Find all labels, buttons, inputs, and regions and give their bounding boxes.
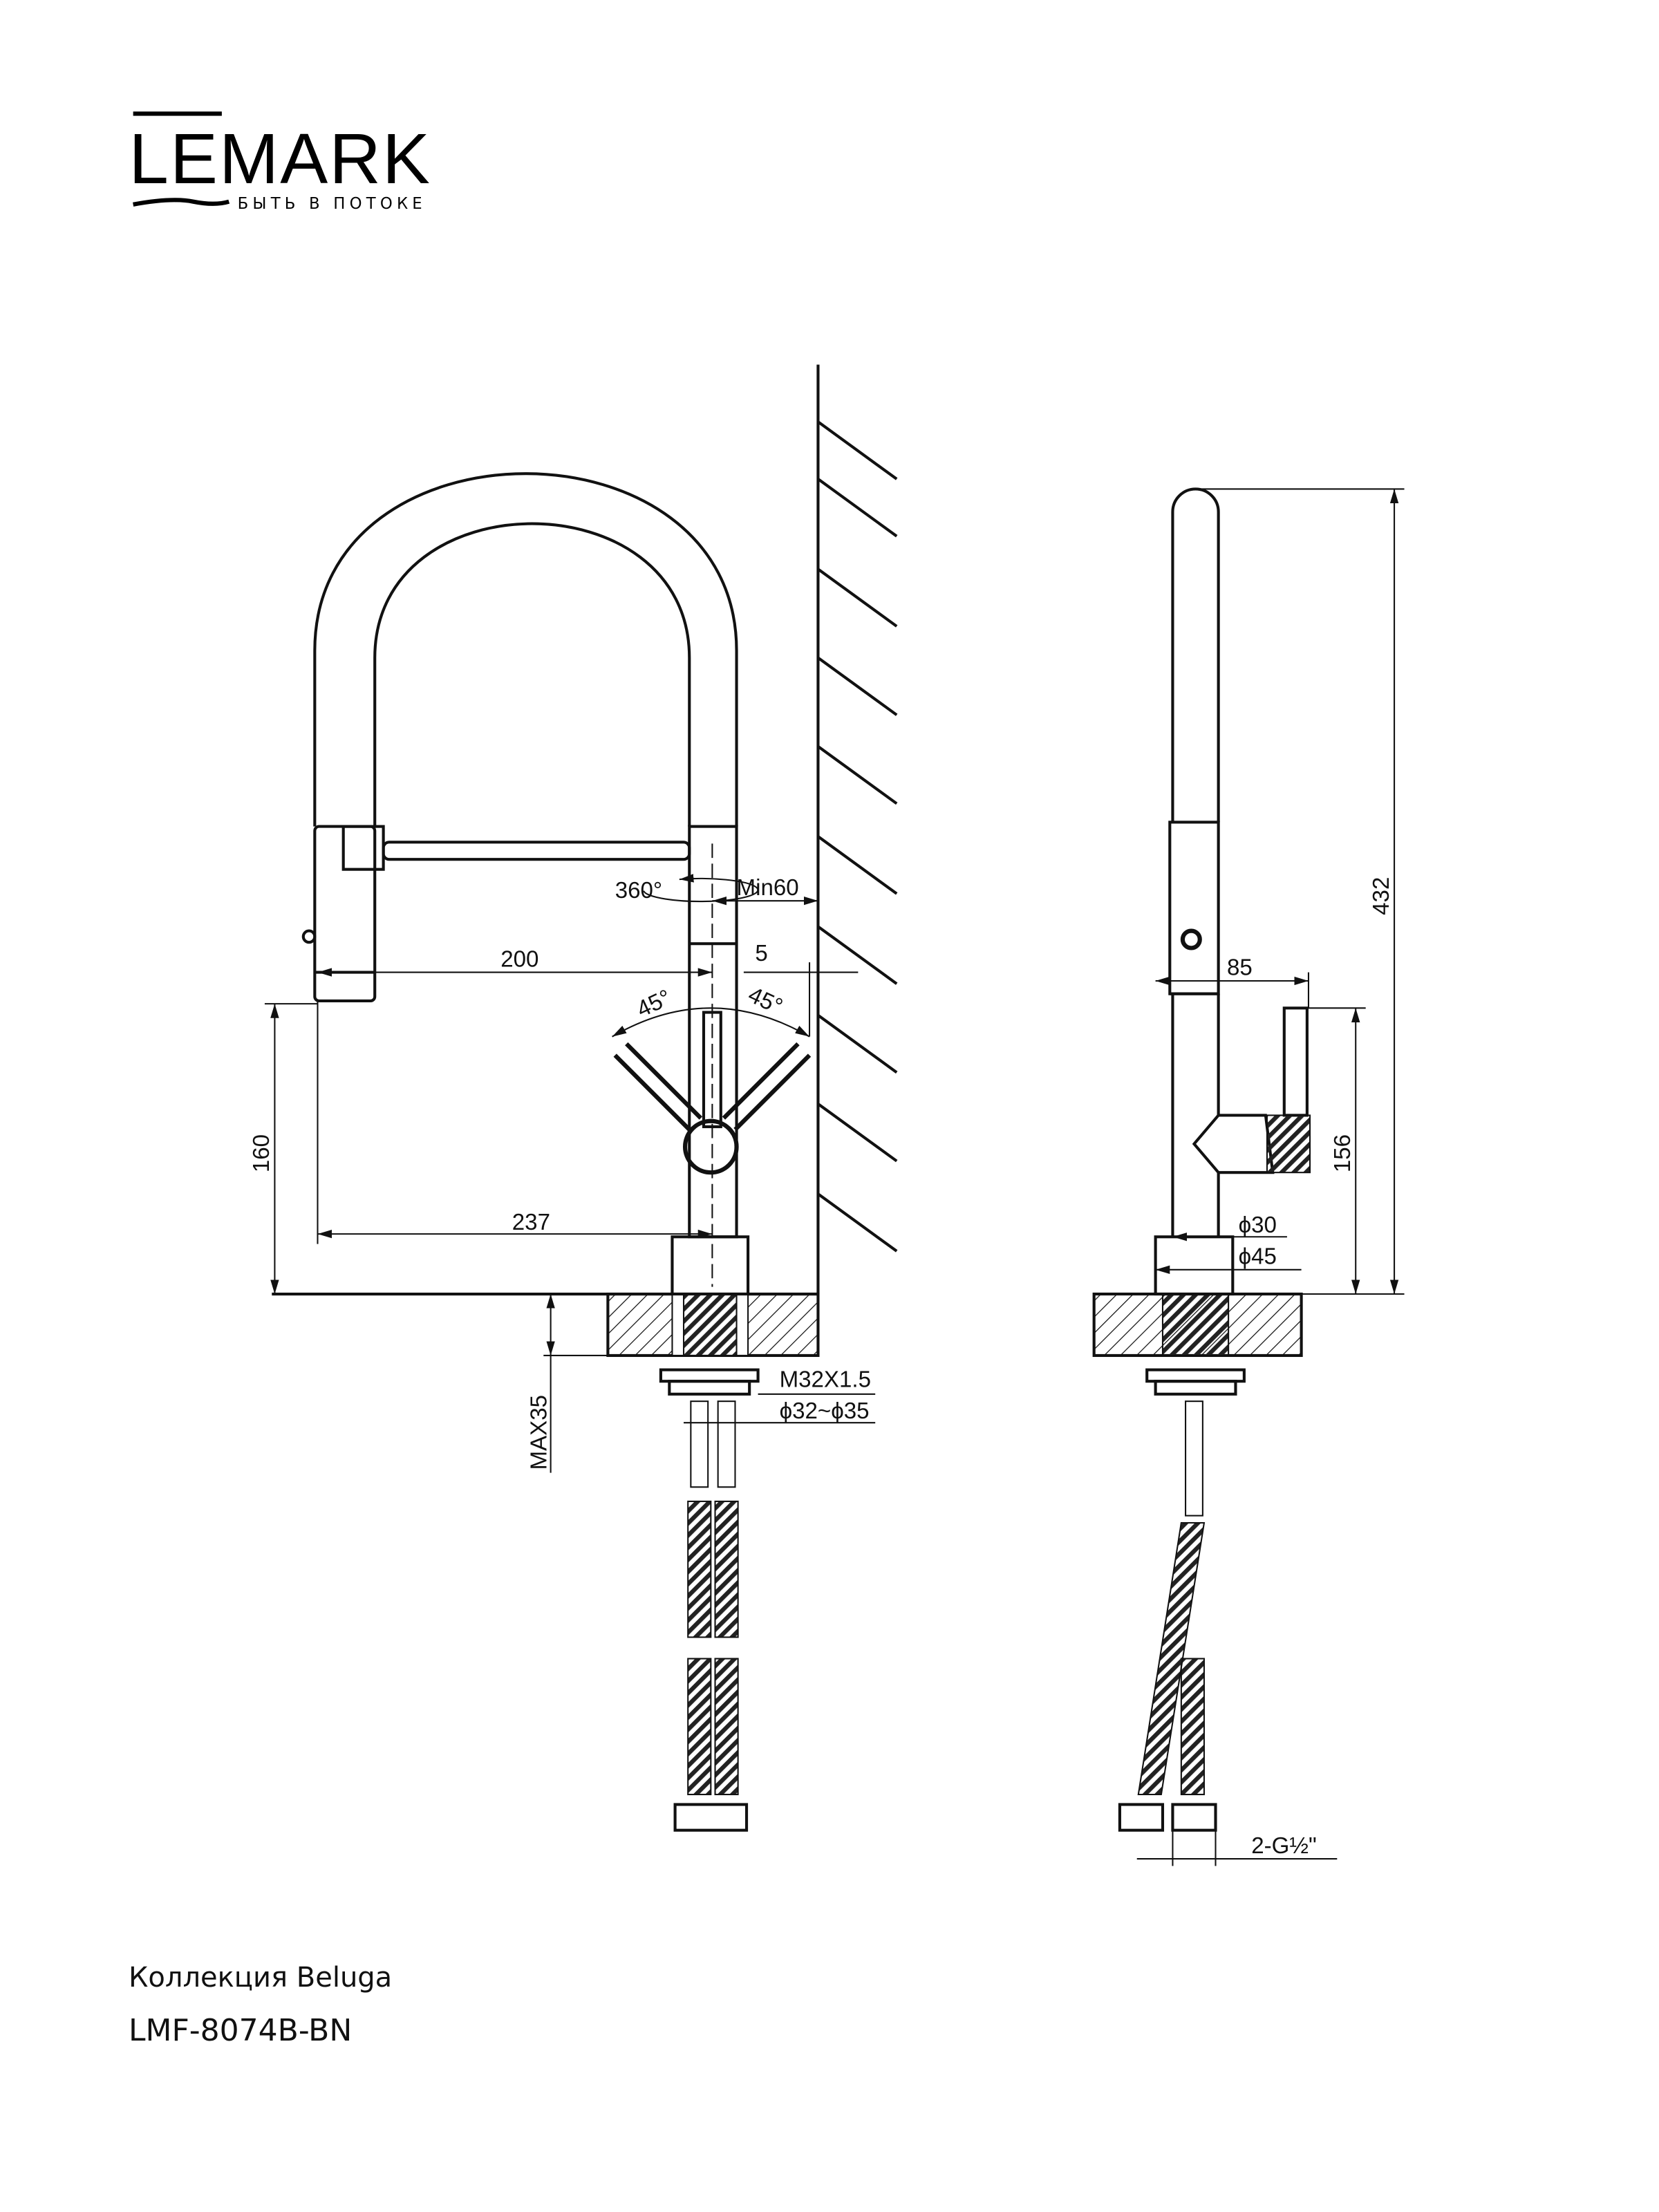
side-dimensions: 432 156 85 ϕ30 ϕ45 2-G½" bbox=[1136, 488, 1405, 1866]
svg-text:237: 237 bbox=[512, 1210, 550, 1235]
svg-text:85: 85 bbox=[1227, 955, 1253, 981]
svg-text:2-G½": 2-G½" bbox=[1251, 1833, 1316, 1859]
collection-label: Коллекция Beluga bbox=[129, 1962, 393, 1994]
svg-text:M32X1.5: M32X1.5 bbox=[780, 1367, 871, 1392]
svg-text:156: 156 bbox=[1330, 1134, 1356, 1172]
side-view bbox=[1092, 487, 1311, 1832]
svg-text:360°: 360° bbox=[615, 878, 662, 903]
front-dimensions: 360° Min60 5 200 45° 45° 237 160 MAX35 M… bbox=[249, 874, 876, 1473]
svg-text:5: 5 bbox=[755, 941, 767, 966]
svg-text:ϕ45: ϕ45 bbox=[1239, 1244, 1277, 1270]
model-number: LMF-8074B-BN bbox=[129, 2013, 353, 2048]
svg-text:БЫТЬ В ПОТОКЕ: БЫТЬ В ПОТОКЕ bbox=[238, 195, 427, 213]
wall-hatch bbox=[817, 420, 898, 1253]
svg-text:ϕ30: ϕ30 bbox=[1239, 1212, 1277, 1238]
svg-text:200: 200 bbox=[500, 946, 538, 972]
svg-text:Min60: Min60 bbox=[737, 875, 799, 901]
svg-text:45°: 45° bbox=[744, 982, 787, 1020]
svg-text:45°: 45° bbox=[633, 985, 675, 1023]
front-view bbox=[272, 364, 898, 1832]
svg-text:MAX35: MAX35 bbox=[526, 1395, 552, 1470]
svg-text:432: 432 bbox=[1369, 877, 1394, 915]
lemark-logo: LEMARK БЫТЬ В ПОТОКЕ bbox=[129, 111, 431, 213]
svg-text:ϕ32~ϕ35: ϕ32~ϕ35 bbox=[780, 1398, 870, 1424]
svg-text:160: 160 bbox=[249, 1134, 274, 1172]
handle-knob bbox=[682, 1118, 739, 1175]
svg-text:LEMARK: LEMARK bbox=[129, 118, 431, 198]
